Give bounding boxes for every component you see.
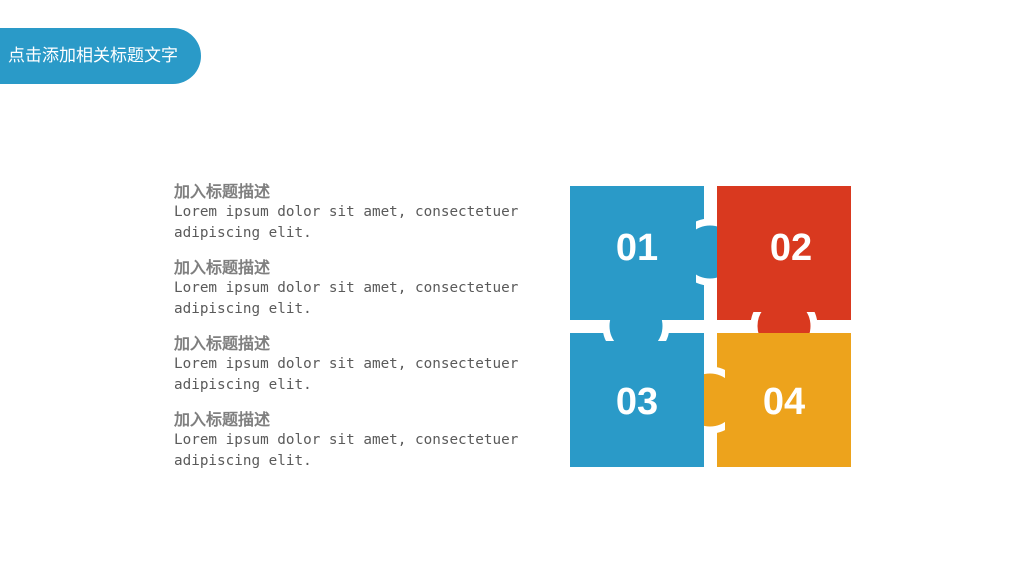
item-body: Lorem ipsum dolor sit amet, consectetuer… <box>174 356 519 393</box>
text-item-2: 加入标题描述 Lorem ipsum dolor sit amet, conse… <box>174 258 534 320</box>
item-heading: 加入标题描述 <box>174 258 271 277</box>
piece-03-cover <box>570 341 704 467</box>
piece-04-number: 04 <box>763 381 805 423</box>
puzzle-graphic: 01 02 03 04 <box>570 186 851 467</box>
text-item-3: 加入标题描述 Lorem ipsum dolor sit amet, conse… <box>174 334 534 396</box>
piece-03-number: 03 <box>616 381 658 423</box>
text-item-1: 加入标题描述 Lorem ipsum dolor sit amet, conse… <box>174 182 534 244</box>
item-body: Lorem ipsum dolor sit amet, consectetuer… <box>174 432 519 469</box>
page-title: 点击添加相关标题文字 <box>0 28 201 84</box>
piece-02-number: 02 <box>770 227 812 269</box>
item-body: Lorem ipsum dolor sit amet, consectetuer… <box>174 280 519 317</box>
text-item-4: 加入标题描述 Lorem ipsum dolor sit amet, conse… <box>174 410 534 472</box>
item-heading: 加入标题描述 <box>174 182 271 201</box>
piece-02-cover <box>717 186 851 312</box>
item-body: Lorem ipsum dolor sit amet, consectetuer… <box>174 204 519 241</box>
piece-01-number: 01 <box>616 227 658 269</box>
item-heading: 加入标题描述 <box>174 410 271 429</box>
piece-01-cover <box>570 186 696 320</box>
item-heading: 加入标题描述 <box>174 334 271 353</box>
piece-04-cover <box>725 333 851 467</box>
